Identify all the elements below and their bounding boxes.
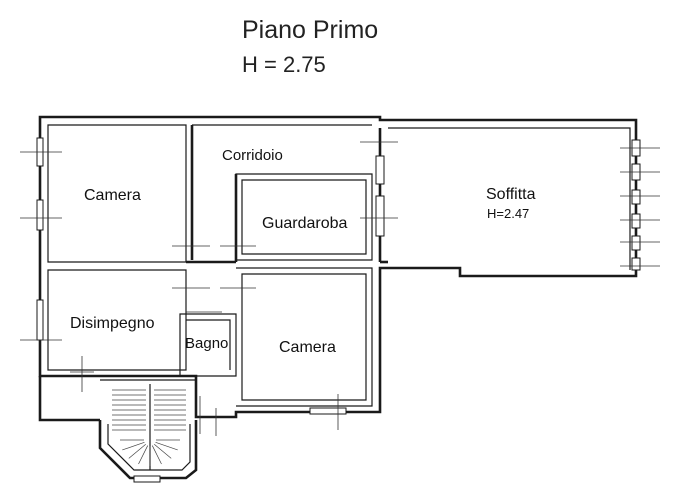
room-disimpegno: Disimpegno xyxy=(70,315,155,332)
room-soffitta-height: H=2.47 xyxy=(487,206,529,221)
room-camera-bottom: Camera xyxy=(279,339,336,356)
plan-title: Piano Primo xyxy=(242,16,378,44)
room-camera-top: Camera xyxy=(84,187,141,204)
room-bagno: Bagno xyxy=(185,335,228,352)
dimension-ticks xyxy=(20,141,660,436)
outer-walls xyxy=(38,115,638,422)
staircase xyxy=(98,379,198,483)
plan-height: H = 2.75 xyxy=(242,52,326,77)
room-guardaroba: Guardaroba xyxy=(262,215,347,232)
room-corridoio: Corridoio xyxy=(222,147,283,164)
room-labels: Camera Corridoio Guardaroba Soffitta H=2… xyxy=(70,147,536,356)
room-soffitta: Soffitta xyxy=(486,186,536,203)
